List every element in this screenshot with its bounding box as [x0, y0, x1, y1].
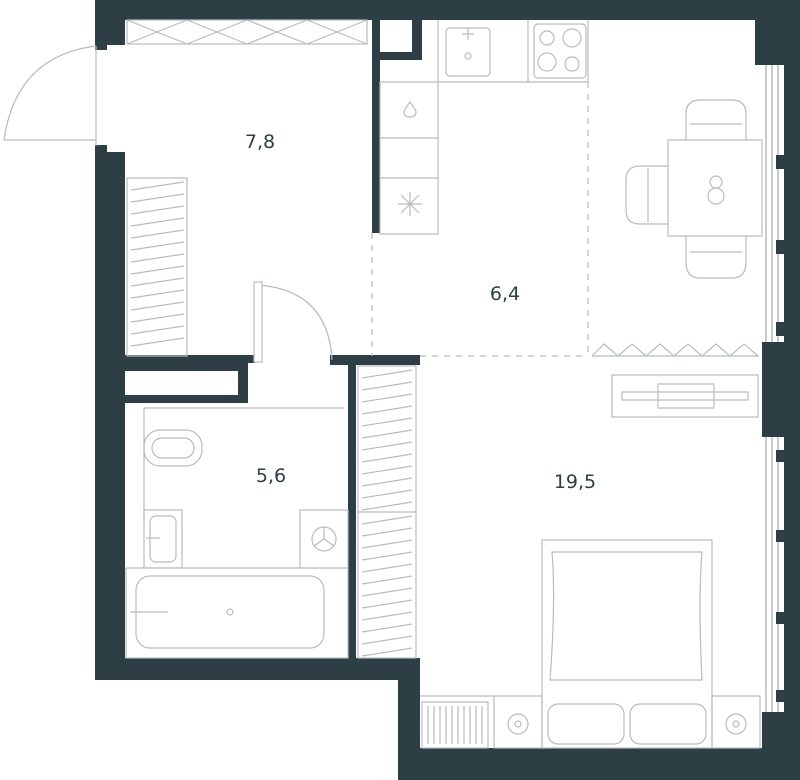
area-label-living-room: 19,5: [554, 471, 596, 493]
window-mullions: [776, 155, 786, 702]
area-label-kitchen: 6,4: [490, 283, 520, 305]
bed: [541, 539, 713, 749]
dining-table: [667, 139, 763, 237]
chair-bottom: [685, 236, 747, 279]
area-label-hallway: 7,8: [245, 131, 275, 153]
chair-left: [625, 165, 668, 225]
kitchen-boundary: [371, 82, 589, 357]
entrance-door: [3, 45, 97, 146]
hallway-wardrobe: [126, 177, 188, 357]
bathtub: [125, 567, 349, 659]
nightstand-right: [711, 695, 761, 749]
kitchen-counter: [379, 81, 439, 235]
walls: [95, 0, 800, 780]
windows: [765, 65, 779, 712]
radiator-bottom: [421, 701, 489, 749]
radiator: [591, 343, 760, 357]
chair-top: [685, 99, 747, 140]
nightstand-left: [493, 695, 543, 749]
drop-icon: [403, 100, 417, 118]
snowflake-icon: [398, 192, 422, 216]
kitchen-stove: [533, 23, 587, 79]
area-label-bathroom: 5,6: [256, 465, 286, 487]
tv-stand: [611, 374, 759, 418]
